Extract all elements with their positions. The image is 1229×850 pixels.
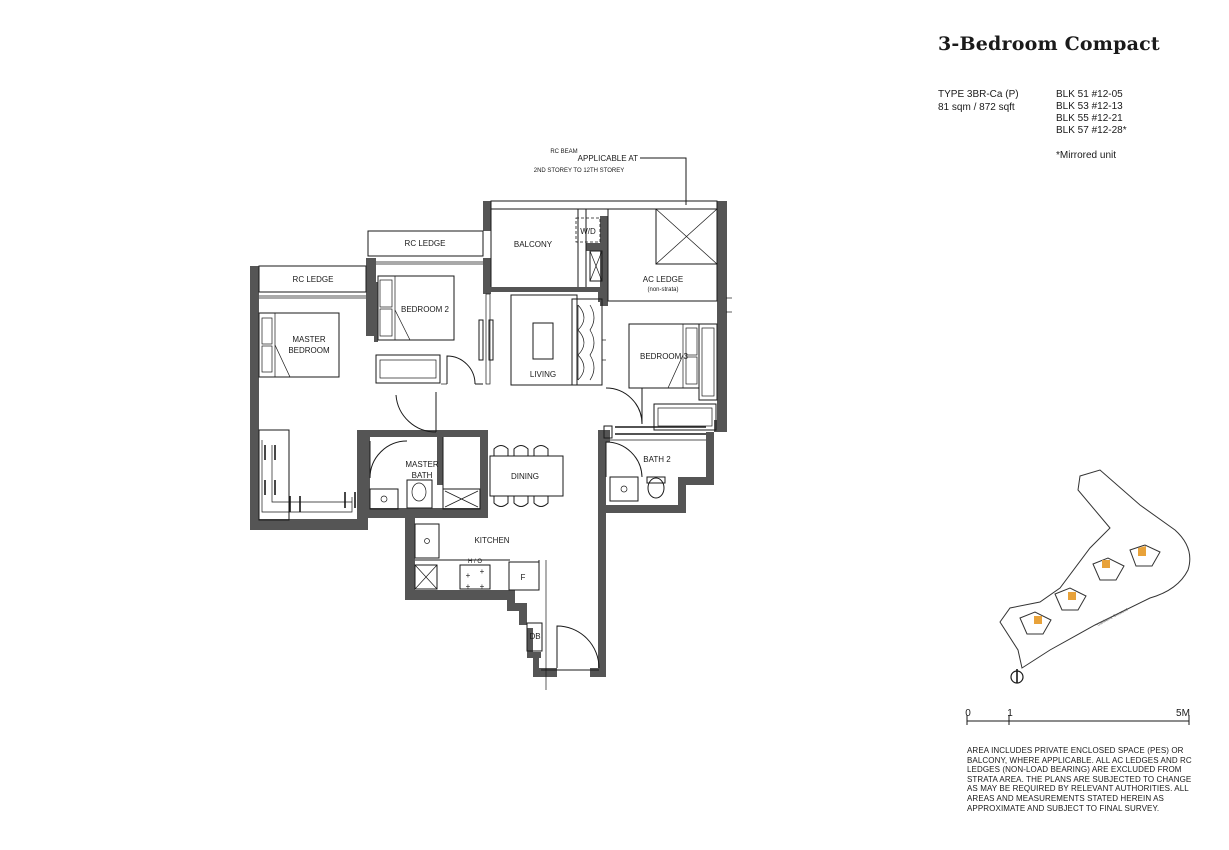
building-51 [1019, 611, 1052, 635]
scale-label-1: 1 [1007, 708, 1013, 719]
room-fridge: F [521, 573, 526, 582]
block-1: BLK 51 #12-05 [1056, 89, 1123, 100]
walls [250, 201, 727, 677]
room-living: LIVING [530, 370, 556, 379]
room-master-bath-2: BATH [412, 471, 433, 480]
room-wd: W/D [580, 227, 596, 236]
room-rc-ledge-left: RC LEDGE [293, 275, 334, 284]
block-2: BLK 53 #12-13 [1056, 101, 1123, 112]
svg-text:+: + [480, 582, 485, 591]
north-arrow-icon [1010, 669, 1024, 684]
room-dining: DINING [511, 472, 539, 481]
building-57 [1129, 544, 1161, 567]
room-master-bedroom-1: MASTER [292, 335, 326, 344]
unit-title: 3-Bedroom Compact [938, 33, 1160, 55]
mirrored-note: *Mirrored unit [1056, 150, 1117, 161]
room-ac-ledge-note: (non-strata) [647, 287, 678, 293]
scale-bar: 0 1 5M [965, 708, 1190, 725]
disclaimer: AREA INCLUDES PRIVATE ENCLOSED SPACE (PE… [967, 746, 1192, 813]
rc-beam-line-3: 2ND STOREY TO 12TH STOREY [534, 168, 624, 174]
key-plan: Canberra Crescent [999, 469, 1191, 684]
svg-text:+: + [466, 571, 471, 580]
building-53 [1054, 587, 1087, 611]
room-rc-ledge-top: RC LEDGE [405, 239, 446, 248]
svg-text:+: + [480, 567, 485, 576]
room-ac-ledge: AC LEDGE [643, 275, 683, 284]
room-master-bath-1: MASTER [405, 460, 439, 469]
block-4: BLK 57 #12-28* [1056, 125, 1127, 136]
room-kitchen: KITCHEN [474, 536, 509, 545]
unit-type: TYPE 3BR-Ca (P) [938, 89, 1019, 100]
svg-text:+: + [466, 582, 471, 591]
rc-beam-line-1: RC BEAM [550, 149, 577, 155]
unit-area: 81 sqm / 872 sqft [938, 102, 1015, 113]
room-hob: H / O [468, 559, 482, 565]
room-bedroom-3: BEDROOM 3 [640, 352, 689, 361]
block-3: BLK 55 #12-21 [1056, 113, 1123, 124]
room-balcony: BALCONY [514, 240, 553, 249]
scale-label-5m: 5M [1176, 708, 1190, 719]
room-db: DB [529, 632, 540, 641]
room-master-bedroom-2: BEDROOM [288, 346, 330, 355]
room-bedroom-2: BEDROOM 2 [401, 305, 450, 314]
linework: + + + + [258, 157, 732, 690]
room-labels: RC BEAM APPLICABLE AT 2ND STOREY TO 12TH… [288, 149, 688, 641]
building-55 [1092, 557, 1125, 581]
rc-beam-line-2: APPLICABLE AT [578, 154, 638, 163]
room-bath-2: BATH 2 [643, 455, 671, 464]
scale-label-0: 0 [965, 708, 971, 719]
